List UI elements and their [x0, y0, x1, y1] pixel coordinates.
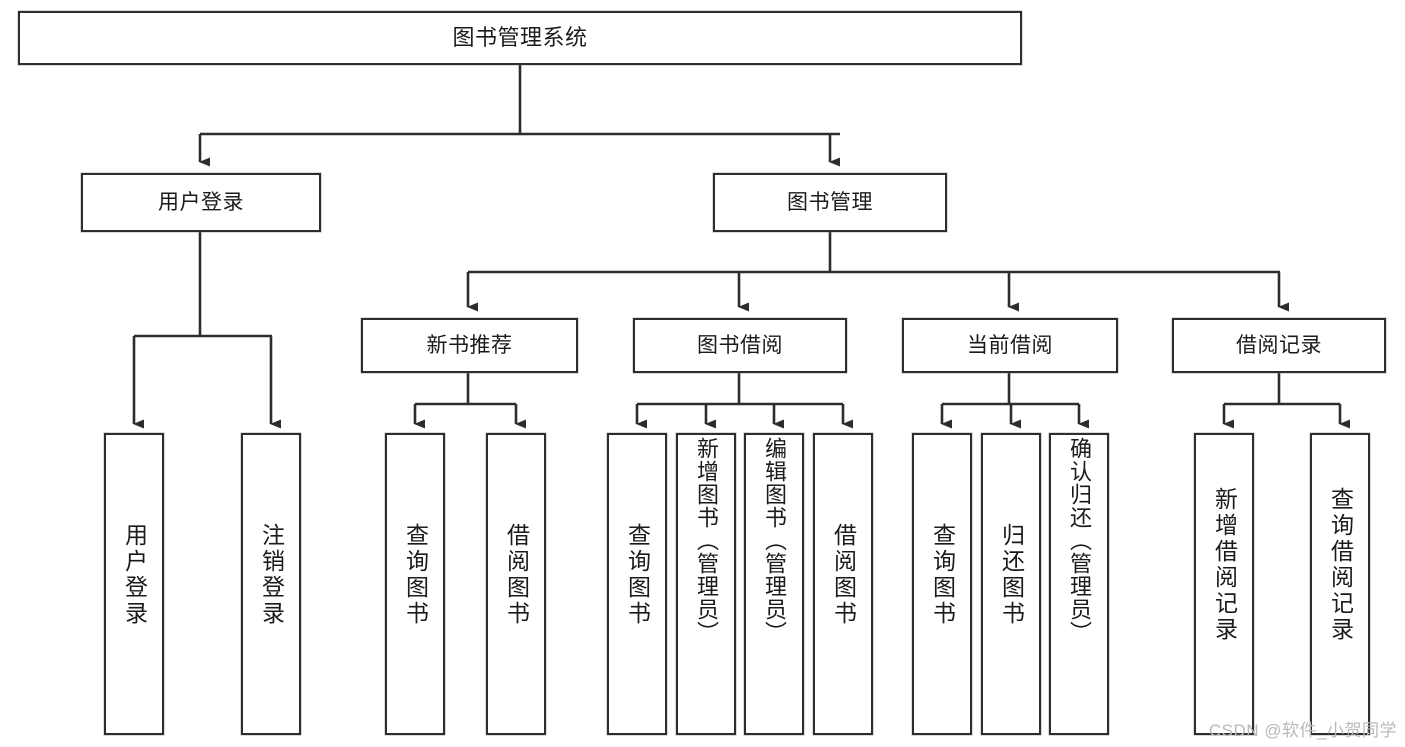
- node-leaf-edit-book[interactable]: 编辑图书（管理员）: [744, 433, 804, 735]
- node-book-manage[interactable]: 图书管理: [713, 173, 947, 232]
- node-label: 查询借阅记录: [1327, 487, 1354, 643]
- node-label: 查询图书: [624, 523, 651, 627]
- node-label: 新增借阅记录: [1211, 487, 1238, 643]
- node-label: 图书管理: [787, 190, 873, 214]
- node-leaf-add-record[interactable]: 新增借阅记录: [1194, 433, 1254, 735]
- node-label: 图书借阅: [697, 333, 783, 357]
- node-label: 借阅图书: [830, 523, 857, 627]
- node-root-book-management-system[interactable]: 图书管理系统: [18, 11, 1022, 65]
- node-leaf-borrow-book-2[interactable]: 借阅图书: [813, 433, 873, 735]
- node-book-borrow[interactable]: 图书借阅: [633, 318, 847, 373]
- node-borrow-record[interactable]: 借阅记录: [1172, 318, 1386, 373]
- node-label: 查询图书: [929, 523, 956, 627]
- node-leaf-user-login[interactable]: 用户登录: [104, 433, 164, 735]
- node-leaf-add-book[interactable]: 新增图书（管理员）: [676, 433, 736, 735]
- node-leaf-query-book-1[interactable]: 查询图书: [385, 433, 445, 735]
- node-label: 用户登录: [158, 190, 244, 214]
- node-leaf-confirm-return[interactable]: 确认归还（管理员）: [1049, 433, 1109, 735]
- node-leaf-query-record[interactable]: 查询借阅记录: [1310, 433, 1370, 735]
- node-label: 编辑图书（管理员）: [762, 437, 787, 644]
- node-label: 归还图书: [998, 523, 1025, 627]
- watermark-text: CSDN @软件_小贺同学: [1208, 721, 1397, 740]
- node-label: 注销登录: [258, 523, 285, 627]
- node-leaf-return-book[interactable]: 归还图书: [981, 433, 1041, 735]
- node-label: 用户登录: [121, 523, 148, 627]
- node-label: 当前借阅: [967, 333, 1053, 357]
- node-leaf-logout-login[interactable]: 注销登录: [241, 433, 301, 735]
- node-label: 借阅记录: [1236, 333, 1322, 357]
- node-user-login[interactable]: 用户登录: [81, 173, 321, 232]
- node-leaf-borrow-book-1[interactable]: 借阅图书: [486, 433, 546, 735]
- node-new-book-recommend[interactable]: 新书推荐: [361, 318, 578, 373]
- node-label: 查询图书: [402, 523, 429, 627]
- node-label: 新增图书（管理员）: [694, 437, 719, 644]
- node-leaf-query-book-3[interactable]: 查询图书: [912, 433, 972, 735]
- node-label: 图书管理系统: [452, 24, 588, 50]
- node-label: 借阅图书: [503, 523, 530, 627]
- node-current-borrow[interactable]: 当前借阅: [902, 318, 1118, 373]
- node-label: 新书推荐: [426, 333, 513, 357]
- node-label: 确认归还（管理员）: [1067, 437, 1092, 644]
- node-leaf-query-book-2[interactable]: 查询图书: [607, 433, 667, 735]
